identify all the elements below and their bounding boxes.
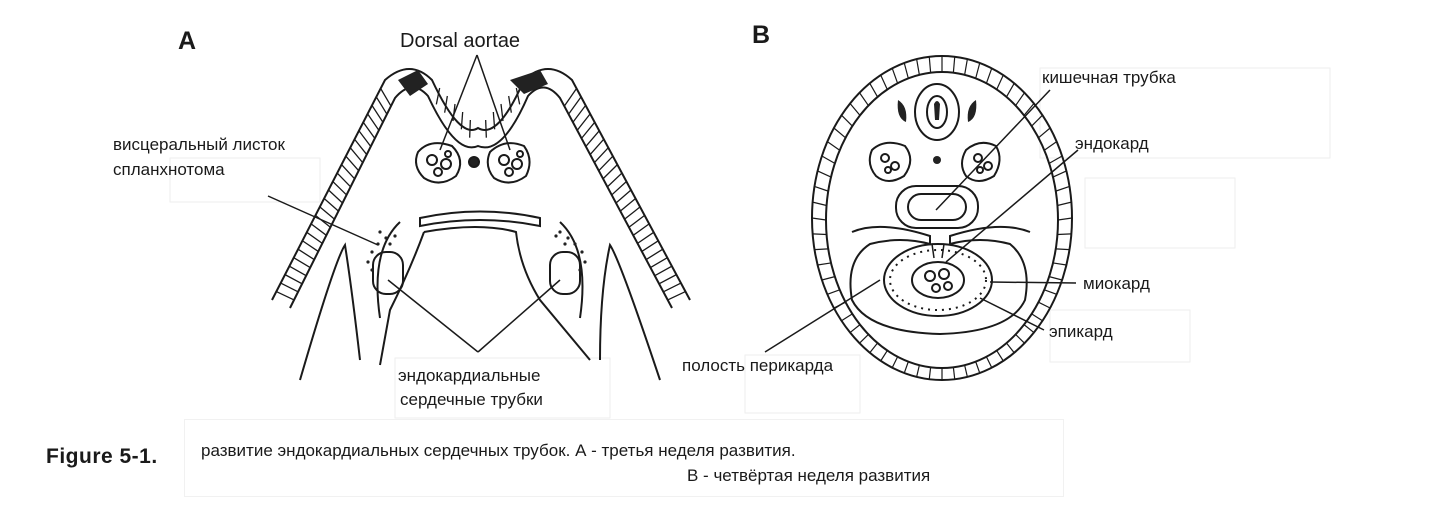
dorsal-aorta-left xyxy=(415,142,462,184)
label-myocardium: миокард xyxy=(1083,274,1150,293)
mesoderm-cells-left xyxy=(366,230,397,272)
body-wall-cells xyxy=(811,56,1073,380)
label-endocardium: эндокард xyxy=(1075,134,1149,153)
aorta-right-b xyxy=(961,141,1001,182)
label-gut-tube: кишечная трубка xyxy=(1042,68,1176,87)
label-visceral-layer-1: висцеральный листок xyxy=(113,135,285,154)
ectoderm-inner xyxy=(289,86,673,309)
label-pericardial-cavity: полость перикарда xyxy=(682,356,834,375)
aorta-left-b xyxy=(868,141,912,182)
myocardium xyxy=(883,243,993,317)
label-visceral-layer-2: спланхнотома xyxy=(113,160,225,179)
caption-line-1: развитие эндокардиальных сердечных трубо… xyxy=(201,441,796,460)
label-endocardial-tubes-2: сердечные трубки xyxy=(400,390,543,409)
panel-a-diagram xyxy=(267,54,691,381)
foregut xyxy=(419,210,541,228)
mesoderm-cells-right xyxy=(554,230,587,272)
label-dorsal-aortae: Dorsal aortae xyxy=(400,30,521,52)
endocardial-tube-right xyxy=(549,251,581,295)
caption-box xyxy=(185,420,1063,496)
panel-b-diagram xyxy=(764,55,1079,381)
dorsal-aorta-right xyxy=(486,142,531,184)
gut-tube-inner xyxy=(907,193,967,221)
endocardium xyxy=(911,261,965,299)
label-endocardial-tubes-1: эндокардиальные xyxy=(398,366,541,385)
gut-tube-outer xyxy=(895,185,979,229)
panel-label-b: B xyxy=(752,21,771,49)
epicardium-dots xyxy=(889,249,987,311)
epithelium-cells xyxy=(276,87,686,301)
neural-tube xyxy=(914,83,960,141)
notochord xyxy=(468,156,480,168)
ectoderm-outer xyxy=(271,68,691,301)
label-patches xyxy=(169,67,1331,419)
caption-line-2: В - четвёртая неделя развития xyxy=(687,466,931,485)
label-epicardium: эпикард xyxy=(1049,322,1113,341)
panel-label-a: A xyxy=(178,27,197,55)
figure-number: Figure 5-1. xyxy=(46,445,158,468)
endocardial-tube-left xyxy=(372,251,404,295)
pericardial-cavity xyxy=(849,225,1031,336)
